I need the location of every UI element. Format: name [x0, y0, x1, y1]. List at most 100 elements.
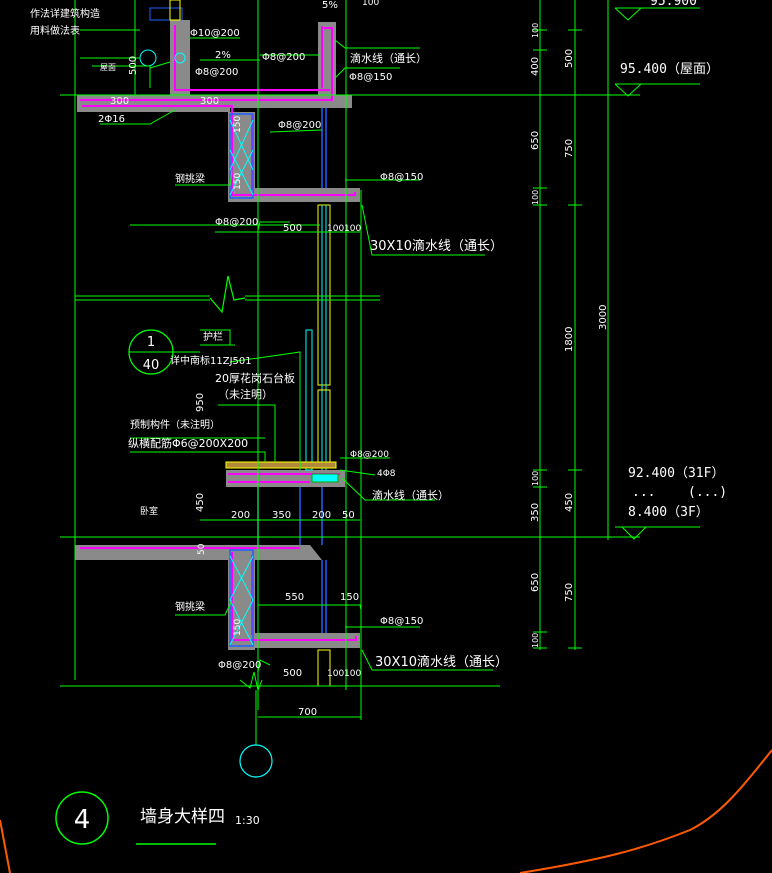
title-number: 4	[74, 805, 91, 835]
dim-350: 350	[272, 510, 291, 521]
window-frame	[317, 204, 331, 386]
dim-200-b: 200	[312, 510, 331, 521]
inner-upstand	[170, 20, 190, 95]
stirrup-upper-beam	[229, 113, 254, 199]
dim-right-750-b: 750	[564, 583, 575, 602]
dim-right-350: 350	[530, 503, 541, 522]
note-construction-1: 作法详建筑构造	[30, 7, 100, 20]
stirrup-lower-beam	[229, 549, 254, 647]
note-guard-ref: 详中南标11ZJ501	[170, 354, 252, 367]
note-leader-2: 钢挑梁	[175, 600, 205, 613]
note-slope-top: 5%	[322, 0, 338, 11]
note-stone-1: 20厚花岗石台板	[215, 371, 295, 385]
railing-post	[305, 329, 313, 471]
right-dimensions: 100 400 500 650 750 100 1800 3000 100 35…	[530, 23, 609, 648]
window-mullion-lower	[321, 560, 327, 633]
note-guard: 护栏	[203, 330, 223, 343]
dim-150-b: 150	[233, 173, 243, 190]
note-construction-2: 用料做法表	[30, 24, 80, 37]
dim-100-b: 100	[344, 224, 361, 234]
rebar-roof-bottom	[82, 105, 356, 196]
dim-150-a: 150	[233, 116, 243, 133]
note-top-cut: 100	[362, 0, 379, 8]
note-rebar-8-150-b: Φ8@150	[380, 172, 423, 183]
dim-right-1800: 1800	[564, 327, 575, 352]
elevation-3f: 8.400（3F）	[628, 505, 709, 520]
dim-right-500: 500	[564, 49, 575, 68]
dim-100-c: 100	[327, 669, 344, 679]
dim-right-100-a: 100	[531, 23, 540, 38]
stirrup-outlines	[229, 108, 327, 647]
dim-950: 950	[195, 393, 206, 412]
note-drip-a: 滴水线（通长）	[350, 51, 427, 65]
dim-right-3000: 3000	[598, 305, 609, 330]
dim-500-b: 500	[283, 668, 302, 679]
dim-right-450: 450	[564, 493, 575, 512]
stone-sill-board	[225, 461, 337, 469]
dimension-lines	[60, 0, 700, 745]
elevation-31f: 92.400（31F）	[628, 466, 724, 481]
dim-50-a: 50	[342, 510, 355, 521]
rebar-lines	[80, 25, 357, 641]
note-roof-layer: 屋面	[100, 63, 116, 72]
title-circle	[55, 791, 109, 845]
dim-300-b: 300	[200, 96, 219, 107]
dim-550: 550	[285, 592, 304, 603]
note-rebar-8-150-a: Φ8@150	[349, 72, 392, 83]
note-drip-c: 滴水线（通长）	[372, 488, 449, 502]
site-boundary-left	[0, 819, 11, 873]
note-rebar-8-200-f: Φ8@200	[218, 660, 261, 671]
note-rebar-8-200-b: Φ8@200	[262, 52, 305, 63]
detail-reference: 1 40	[128, 329, 200, 375]
dim-right-100-b: 100	[531, 190, 540, 205]
detail-ref-top: 1	[147, 335, 155, 350]
dim-right-650-a: 650	[530, 131, 541, 150]
dim-100-d: 100	[344, 669, 361, 679]
dim-right-750-a: 750	[564, 139, 575, 158]
dim-450-v: 450	[195, 493, 206, 512]
dim-300-a: 300	[110, 96, 129, 107]
note-rebar-8-200-a: Φ8@200	[195, 67, 238, 78]
note-slope-2: 2%	[215, 50, 231, 61]
rebar-upstand	[174, 25, 330, 91]
dim-100-a: 100	[327, 224, 344, 234]
annotations: 作法详建筑构造 用料做法表 屋面 5% 100 Φ10@200 2% Φ8@20…	[30, 0, 508, 718]
elevation-roof: 95.400（屋面）	[620, 62, 719, 77]
dim-200-a: 200	[231, 510, 250, 521]
dim-700: 700	[298, 707, 317, 718]
site-boundary-curve	[519, 749, 772, 873]
note-rebar-8-150-c: Φ8@150	[380, 616, 423, 627]
note-leader-1: 钢挑梁	[175, 172, 205, 185]
axis-bubble	[239, 744, 273, 778]
detail-ref-bottom: 40	[143, 358, 160, 373]
top-post	[169, 0, 181, 21]
dim-500-v: 500	[128, 56, 139, 75]
lower-beam	[228, 548, 255, 650]
note-precast-2: 纵横配筋Φ6@200X200	[128, 436, 248, 450]
dim-right-400: 400	[530, 57, 541, 76]
dim-150-c: 150	[340, 592, 359, 603]
note-bars-4: 4Φ8	[377, 469, 396, 479]
window-mullion-upper	[321, 108, 327, 188]
elevation-top: 95.900	[650, 0, 697, 9]
dim-150-d: 150	[233, 619, 243, 636]
elevation-labels: 95.900 95.400（屋面） 92.400（31F） ... (...) …	[620, 0, 727, 520]
note-drip-d: 30X10滴水线（通长）	[375, 654, 508, 670]
dim-right-650-b: 650	[530, 573, 541, 592]
note-rebar-8-200-d: Φ8@200	[215, 217, 258, 228]
note-rebar-10-200: Φ10@200	[190, 28, 240, 39]
note-precast-1: 预制构件（未注明）	[130, 418, 220, 431]
dim-500-a: 500	[283, 223, 302, 234]
title-block: 4 墙身大样四 1:30	[55, 791, 260, 845]
sill-bar-marker	[311, 473, 339, 483]
rebar-roof-top	[80, 27, 333, 101]
note-rebar-8-200-c: Φ8@200	[278, 120, 321, 131]
top-frame	[149, 7, 183, 21]
dim-right-100-d: 100	[531, 633, 540, 648]
note-drip-b: 30X10滴水线（通长）	[370, 238, 503, 254]
dim-50-v: 50	[197, 543, 207, 555]
elevation-ellipsis-b: (...)	[688, 485, 727, 500]
elevation-ellipsis-a: ...	[632, 485, 655, 500]
